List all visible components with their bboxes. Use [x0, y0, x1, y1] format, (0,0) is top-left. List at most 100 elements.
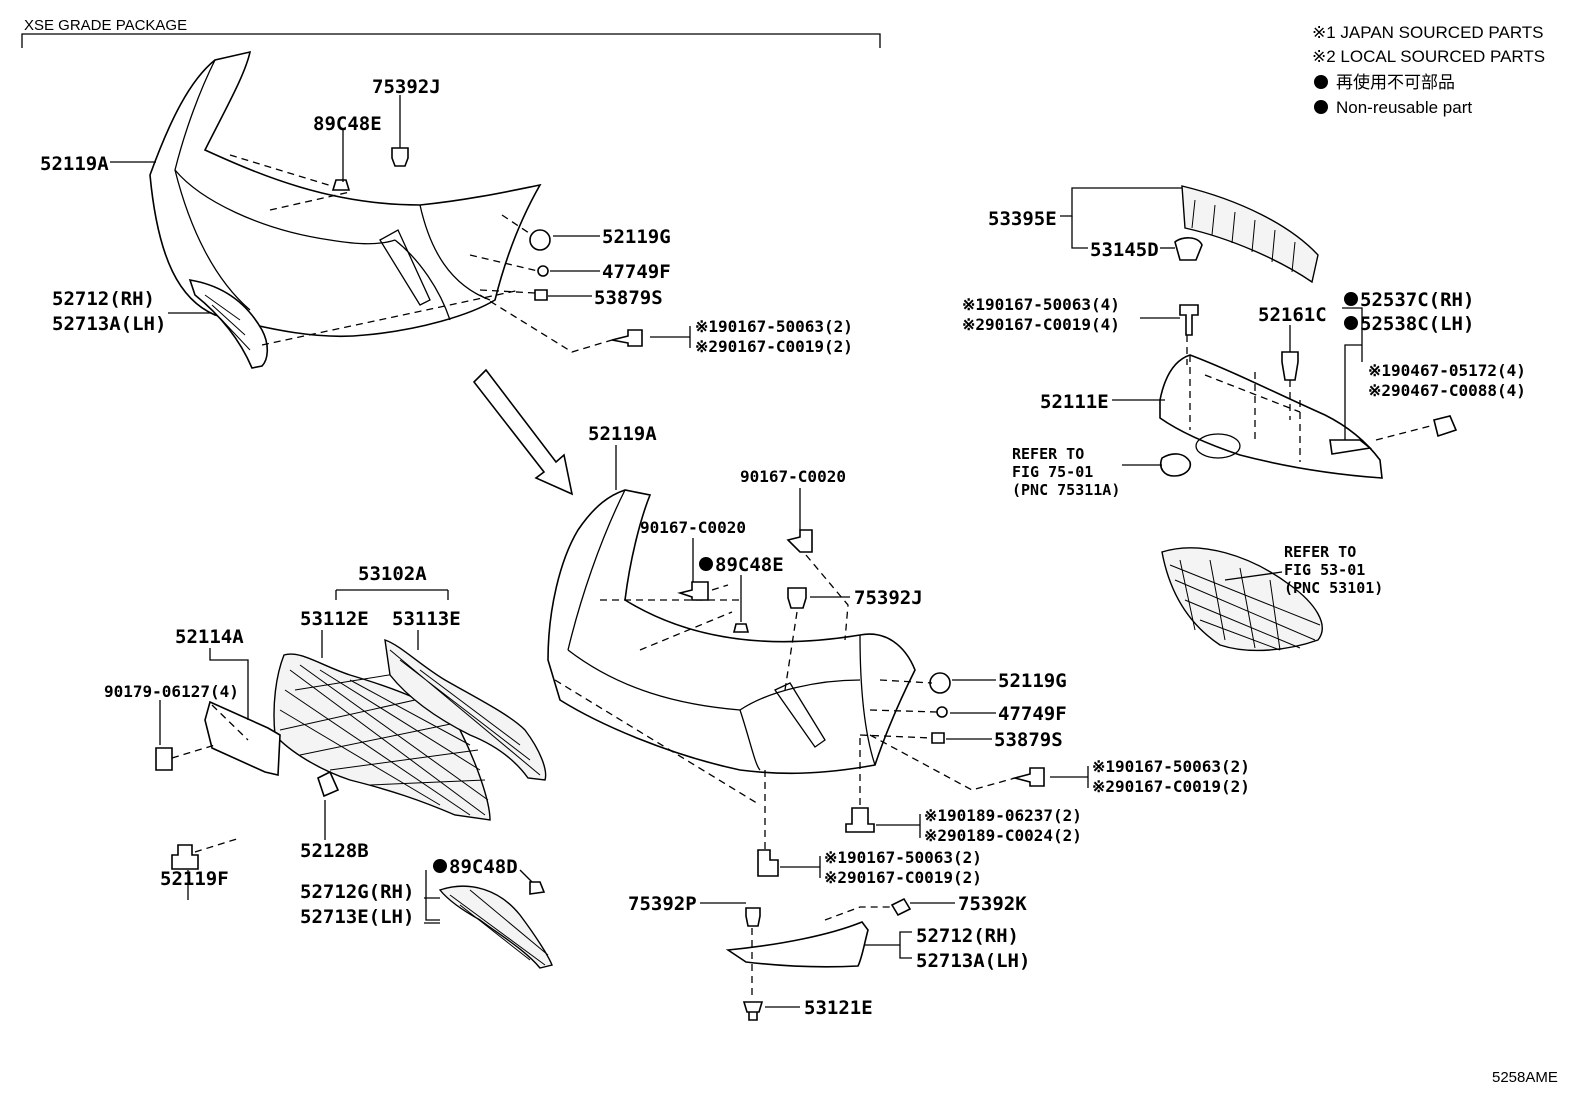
label-52128b: 52128B	[300, 840, 369, 862]
clip-52119g-top	[529, 229, 551, 251]
label-90189a-main: ※190189-06237(2)	[924, 806, 1082, 825]
label-52119g-main: 52119G	[998, 670, 1067, 692]
label-52111e: 52111E	[1040, 391, 1109, 413]
package-bracket	[21, 33, 881, 48]
label-90167a-lower: ※190167-50063(2)	[824, 848, 982, 867]
legend-japan: ※1 JAPAN SOURCED PARTS	[1312, 23, 1544, 42]
grille-53101	[1161, 547, 1323, 652]
clip-47749f-top	[537, 265, 549, 277]
label-52119a-top: 52119A	[40, 153, 109, 175]
bracket-52128b	[317, 770, 340, 798]
clip-53121e	[742, 1001, 764, 1021]
label-52712-top: 52712(RH)	[52, 288, 155, 310]
clip-75392k	[890, 897, 912, 917]
label-47749f-top: 47749F	[602, 261, 671, 283]
screw-90167-main	[1011, 767, 1045, 787]
label-53113e: 53113E	[392, 608, 461, 630]
label-89c48d: 89C48D	[449, 856, 518, 878]
garnish-52111e	[1159, 354, 1383, 479]
label-90167b-right: ※290167-C0019(4)	[962, 315, 1120, 334]
label-89c48e-main: 89C48E	[715, 554, 784, 576]
label-53145d: 53145D	[1090, 239, 1159, 261]
nut-90179	[155, 747, 173, 771]
bolt-90167-c0020-b	[786, 529, 813, 553]
label-90179: 90179-06127(4)	[104, 682, 239, 701]
clip-52119g-main	[929, 672, 951, 694]
label-90167b-lower: ※290167-C0019(2)	[824, 868, 982, 887]
fog-cover-top	[188, 278, 269, 369]
label-90189b-main: ※290189-C0024(2)	[924, 826, 1082, 845]
non-reusable-dot-icon	[699, 557, 713, 571]
clip-89c48e-main	[732, 623, 750, 633]
package-title: XSE GRADE PACKAGE	[24, 17, 187, 34]
label-90167b-top: ※290167-C0019(2)	[695, 337, 853, 356]
grille-53112e	[273, 653, 491, 821]
label-refer-53-line2: FIG 53-01	[1284, 561, 1365, 579]
fog-cover-52712g	[438, 885, 553, 969]
label-52537c: 52537C(RH)	[1360, 289, 1474, 311]
bumper-cover-main	[547, 489, 916, 806]
label-75392p: 75392P	[628, 893, 697, 915]
nut-90467	[1433, 415, 1458, 438]
emblem-75311a	[1159, 453, 1192, 477]
clip-75392j-main	[787, 587, 807, 609]
legend-non-reusable-jp: 再使用不可部品	[1336, 72, 1455, 92]
label-47749f-main: 47749F	[998, 703, 1067, 725]
screw-52119f	[171, 844, 199, 870]
label-refer-75-line1: REFER TO	[1012, 445, 1084, 463]
grille-53113e	[384, 638, 547, 781]
clip-52161c	[1281, 351, 1299, 381]
plate-52114a	[204, 700, 281, 776]
clip-53145d	[1174, 237, 1203, 261]
label-52114a: 52114A	[175, 626, 244, 648]
label-75392j-top: 75392J	[372, 76, 441, 98]
label-75392j-main: 75392J	[854, 587, 923, 609]
label-52119f: 52119F	[160, 868, 229, 890]
bumper-cover-top	[149, 50, 542, 338]
non-reusable-dot-icon	[1314, 100, 1328, 114]
legend-local: ※2 LOCAL SOURCED PARTS	[1312, 47, 1545, 66]
non-reusable-dot-icon	[1344, 292, 1358, 306]
label-90467a: ※190467-05172(4)	[1368, 361, 1526, 380]
figure-code: 5258AME	[1492, 1069, 1558, 1086]
label-52713a-top: 52713A(LH)	[52, 313, 166, 335]
label-90167a-main: ※190167-50063(2)	[1092, 757, 1250, 776]
label-52713e: 52713E(LH)	[300, 906, 414, 928]
label-52712g: 52712G(RH)	[300, 881, 414, 903]
screw-90167-right	[1179, 304, 1199, 336]
label-refer-53-line3: (PNC 53101)	[1284, 579, 1383, 597]
label-refer-53-line1: REFER TO	[1284, 543, 1356, 561]
clip-89c48d	[529, 881, 546, 895]
label-90467b: ※290467-C0088(4)	[1368, 381, 1526, 400]
screw-90167-top	[611, 329, 643, 347]
label-53879s-main: 53879S	[994, 729, 1063, 751]
label-90167-c0020-b: 90167-C0020	[740, 467, 846, 486]
label-refer-75-line3: (PNC 75311A)	[1012, 481, 1120, 499]
label-53102a: 53102A	[358, 563, 427, 585]
garnish-53395e	[1181, 185, 1319, 284]
clip-53879s-top	[534, 289, 548, 301]
label-52119a-main: 52119A	[588, 423, 657, 445]
label-90167b-main: ※290167-C0019(2)	[1092, 777, 1250, 796]
bolt-90167-c0020-a	[677, 581, 709, 601]
legend-non-reusable-en: Non-reusable part	[1336, 98, 1472, 117]
label-52161c: 52161C	[1258, 304, 1327, 326]
clip-47749f-main	[936, 706, 948, 718]
label-52538c: 52538C(LH)	[1360, 313, 1474, 335]
label-90167a-right: ※190167-50063(4)	[962, 295, 1120, 314]
screw-90167-lower	[757, 849, 779, 877]
label-53112e: 53112E	[300, 608, 369, 630]
clip-53879s-main	[931, 732, 945, 744]
label-52712-main: 52712(RH)	[916, 925, 1019, 947]
non-reusable-dot-icon	[1314, 75, 1328, 89]
clip-52537c	[1329, 439, 1372, 455]
non-reusable-dot-icon	[433, 859, 447, 873]
label-90167a-top: ※190167-50063(2)	[695, 317, 853, 336]
label-53879s-top: 53879S	[594, 287, 663, 309]
label-53395e: 53395E	[988, 208, 1057, 230]
label-53121e: 53121E	[804, 997, 873, 1019]
clip-75392j-top	[391, 147, 409, 167]
spoiler-52712	[725, 906, 890, 968]
clip-75392p	[745, 907, 761, 927]
